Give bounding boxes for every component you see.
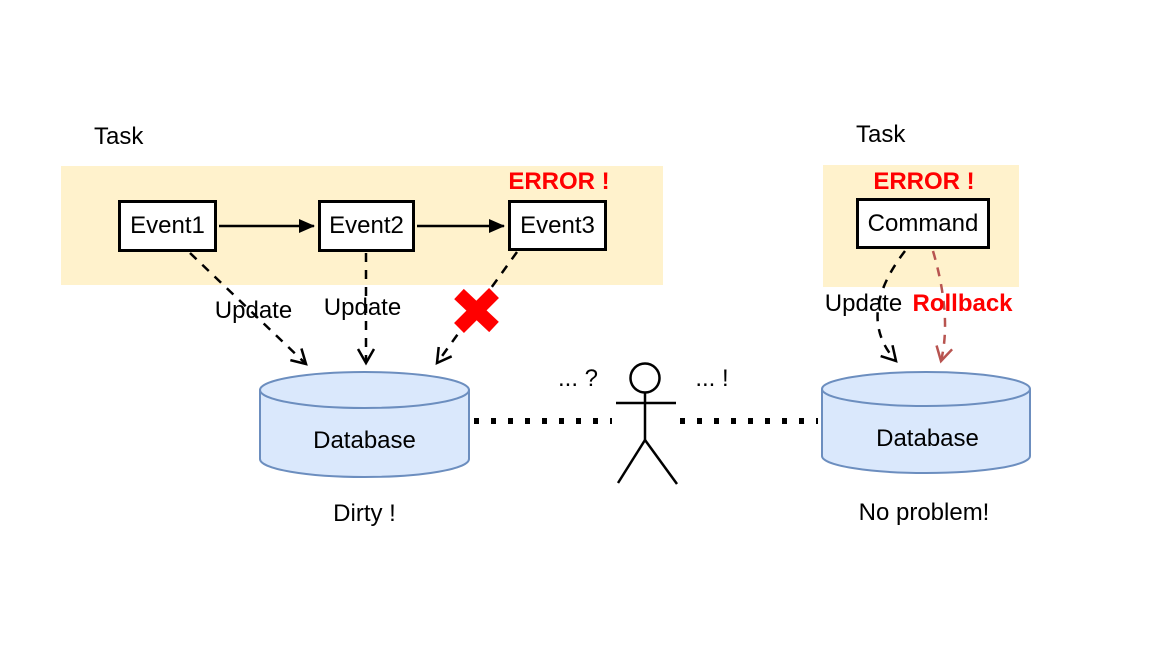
command-box: Command	[856, 198, 990, 249]
left-task-label: Task	[94, 123, 144, 150]
event1-box: Event1	[118, 200, 217, 252]
right-database-cylinder	[821, 371, 1031, 474]
update-label-1: Update	[214, 297, 293, 324]
error-cross-icon	[454, 288, 499, 333]
event3-label: Event3	[520, 211, 595, 239]
event2-label: Event2	[329, 212, 404, 239]
update-label-2: Update	[323, 294, 402, 321]
command-label: Command	[867, 209, 979, 237]
right-task-label: Task	[856, 121, 906, 148]
rollback-label: Rollback	[912, 290, 1013, 317]
right-error-label: ERROR !	[873, 168, 975, 195]
update-arrow-command	[876, 250, 906, 363]
right-caption: No problem!	[858, 499, 990, 526]
left-caption: Dirty !	[333, 500, 396, 527]
left-error-label: ERROR !	[508, 168, 610, 195]
right-update-label: Update	[824, 290, 903, 317]
question-label: ... ?	[557, 365, 599, 392]
person-icon	[616, 362, 679, 485]
exclaim-label: ... !	[695, 365, 729, 392]
event2-box: Event2	[318, 200, 415, 252]
left-database-cylinder	[259, 371, 470, 478]
event1-label: Event1	[130, 212, 205, 239]
event3-box: Event3	[508, 200, 607, 251]
right-database-label: Database	[876, 425, 979, 452]
left-database-label: Database	[313, 427, 416, 454]
